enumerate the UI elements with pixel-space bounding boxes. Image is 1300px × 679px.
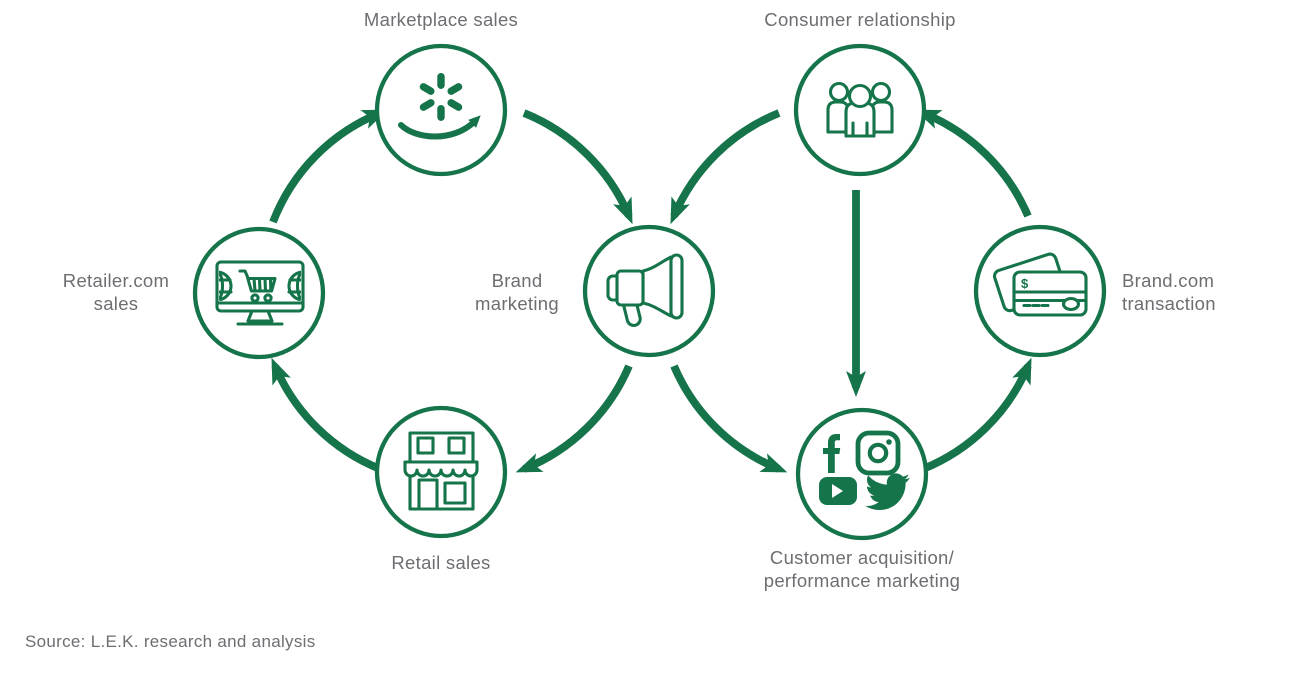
twitter-icon <box>865 473 910 510</box>
label-line: Retail sales <box>391 552 491 573</box>
label-line: Customer acquisition/ <box>769 547 955 568</box>
megaphone-icon <box>606 253 684 327</box>
label-brand-marketing: Brand marketing <box>475 269 559 315</box>
arrow-retail-to-retailercom <box>271 357 382 473</box>
walmart-spark-icon <box>419 73 463 121</box>
label-marketplace-sales: Marketplace sales <box>364 8 518 31</box>
arrow-brandmarketing-to-retail <box>515 364 633 473</box>
label-retail-sales: Retail sales <box>391 551 490 574</box>
arrow-marketplace-to-brandmarketing <box>522 109 633 225</box>
arrow-brandcom-to-consumer <box>914 109 1032 218</box>
shopping-cart-icon <box>238 269 277 303</box>
arrow-customeracq-to-brandcom <box>921 357 1032 473</box>
node-customer-acquisition <box>795 407 929 541</box>
node-brand-marketing <box>582 224 716 358</box>
people-group-icon <box>826 81 894 138</box>
arrow-consumer-to-brandmarketing <box>670 109 781 225</box>
flow-arrows <box>269 109 1032 473</box>
label-consumer-relationship: Consumer relationship <box>764 8 955 31</box>
source-note: Source: L.E.K. research and analysis <box>25 632 316 651</box>
instagram-icon <box>855 430 901 476</box>
node-retail-sales <box>374 405 508 539</box>
label-brand-com-transaction: Brand.com transaction <box>1122 269 1216 315</box>
youtube-icon <box>819 477 857 505</box>
node-brand-com-transaction: $ <box>973 224 1107 358</box>
label-line: Retailer.com <box>62 270 170 291</box>
node-circle <box>795 407 929 541</box>
arrow-retailercom-to-marketplace <box>269 109 389 224</box>
facebook-icon <box>823 434 841 473</box>
label-line: sales <box>93 293 139 314</box>
credit-cards-icon: $ <box>992 252 1088 317</box>
label-line: Brand <box>491 270 543 291</box>
label-line: transaction <box>1122 293 1216 314</box>
node-consumer-relationship <box>793 43 927 177</box>
label-retailer-com-sales: Retailer.com sales <box>63 269 169 315</box>
node-retailer-com-sales <box>192 226 326 360</box>
label-line: Marketplace sales <box>363 9 519 30</box>
node-marketplace-sales <box>374 43 508 177</box>
arrow-brandmarketing-to-customeracq <box>670 364 788 473</box>
amazon-smile-arrow-icon <box>398 115 481 140</box>
label-line: Brand.com <box>1122 270 1215 291</box>
label-line: Consumer relationship <box>764 9 956 30</box>
storefront-icon <box>403 431 479 511</box>
label-customer-acquisition: Customer acquisition/ performance market… <box>764 546 961 592</box>
dollar-sign-icon: $ <box>1021 276 1029 291</box>
label-line: performance marketing <box>763 570 961 591</box>
globe-halves <box>219 270 301 302</box>
monitor-shopping-cart-icon <box>215 260 305 326</box>
label-line: marketing <box>475 293 559 314</box>
